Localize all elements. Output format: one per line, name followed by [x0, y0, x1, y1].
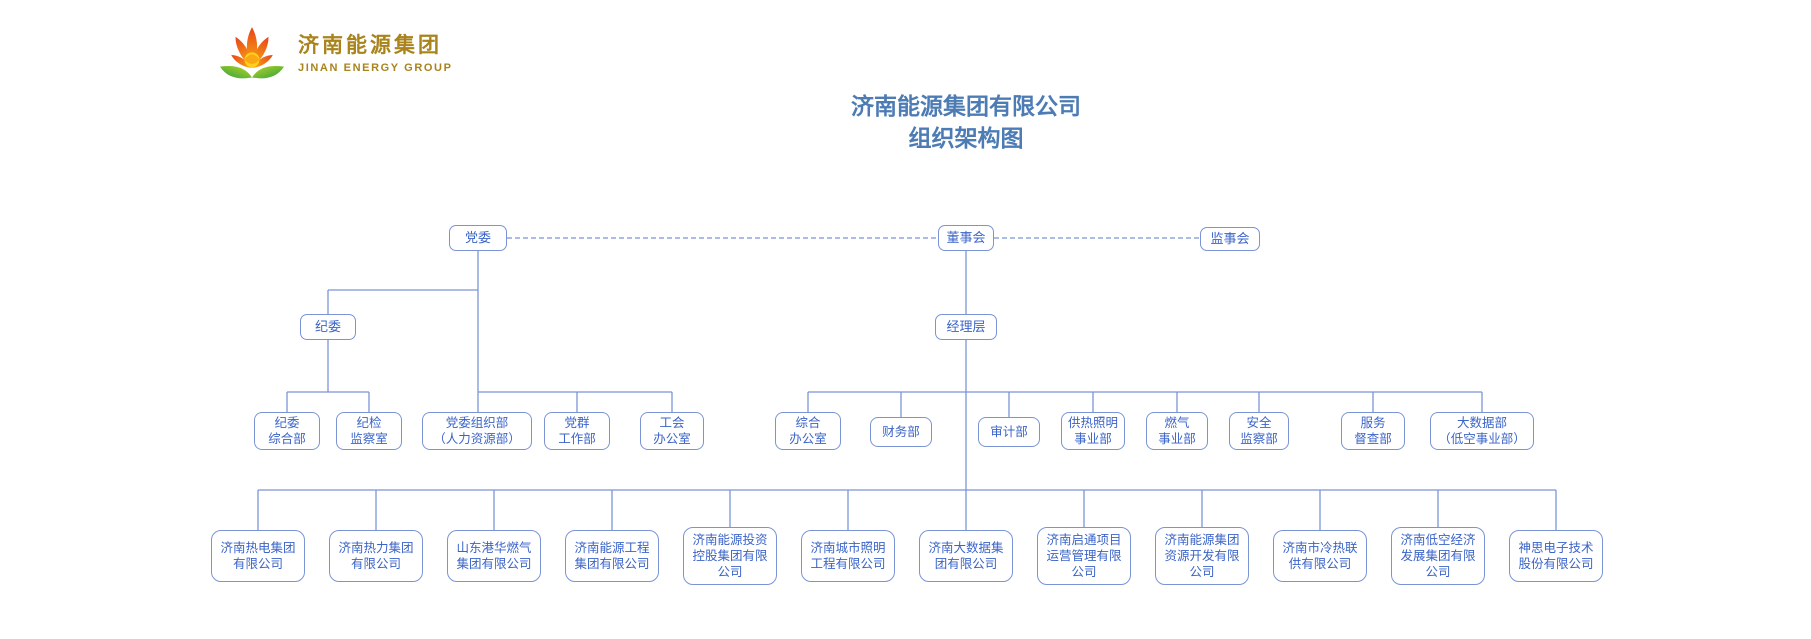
node-management-team: 经理层 [935, 314, 997, 340]
logo-company-name-en: JINAN ENERGY GROUP [298, 61, 453, 74]
page-title: 济南能源集团有限公司 组织架构图 [662, 90, 1270, 154]
company-logo: 济南能源集团 JINAN ENERGY GROUP [218, 24, 453, 82]
node-company-jinan-big-data-group: 济南大数据集 团有限公司 [919, 530, 1013, 582]
node-dept-service-inspection: 服务 督查部 [1341, 412, 1405, 450]
node-dept-discipline-general-office: 纪委 综合部 [254, 412, 320, 450]
node-company-jinan-thermal-power-group: 济南热电集团 有限公司 [211, 530, 305, 582]
page-title-line2: 组织架构图 [908, 125, 1024, 151]
node-company-shensi-electronics: 神思电子技术 股份有限公司 [1509, 530, 1603, 582]
node-dept-finance: 财务部 [870, 417, 932, 447]
node-dept-heating-lighting: 供热照明 事业部 [1061, 412, 1125, 450]
page-title-line1: 济南能源集团有限公司 [851, 93, 1081, 119]
node-company-jinan-energy-engineering-group: 济南能源工程 集团有限公司 [565, 530, 659, 582]
node-dept-big-data-low-altitude: 大数据部 （低空事业部） [1430, 412, 1534, 450]
node-discipline-committee: 纪委 [300, 314, 356, 340]
node-dept-labor-union-office: 工会 办公室 [640, 412, 704, 450]
node-dept-party-organization-hr: 党委组织部 （人力资源部） [422, 412, 532, 450]
node-dept-party-mass-work: 党群 工作部 [544, 412, 610, 450]
node-dept-gas: 燃气 事业部 [1146, 412, 1208, 450]
node-party-committee: 党委 [449, 225, 507, 251]
node-company-jinan-low-altitude-economy-group: 济南低空经济 发展集团有限 公司 [1391, 527, 1485, 585]
lotus-flower-icon [220, 27, 284, 79]
node-board-of-directors: 董事会 [938, 225, 994, 251]
node-company-jinan-heating-group: 济南热力集团 有限公司 [329, 530, 423, 582]
node-dept-discipline-inspection-office: 纪检 监察室 [336, 412, 402, 450]
node-company-jinan-energy-investment-holding-group: 济南能源投资 控股集团有限 公司 [683, 527, 777, 585]
node-dept-audit: 审计部 [978, 417, 1040, 447]
node-company-jinan-city-lighting-engineering: 济南城市照明 工程有限公司 [801, 530, 895, 582]
node-company-shandong-ganghua-gas-group: 山东港华燃气 集团有限公司 [447, 530, 541, 582]
node-dept-safety-supervision: 安全 监察部 [1229, 412, 1289, 450]
node-supervisory-board: 监事会 [1200, 227, 1260, 251]
node-company-jinan-qitong-project-operation: 济南启通项目 运营管理有限 公司 [1037, 527, 1131, 585]
logo-company-name: 济南能源集团 [298, 33, 442, 57]
node-company-jinan-energy-resources-development: 济南能源集团 资源开发有限 公司 [1155, 527, 1249, 585]
node-dept-general-office: 综合 办公室 [775, 412, 841, 450]
node-company-jinan-cooling-heating-supply: 济南市冷热联 供有限公司 [1273, 530, 1367, 582]
